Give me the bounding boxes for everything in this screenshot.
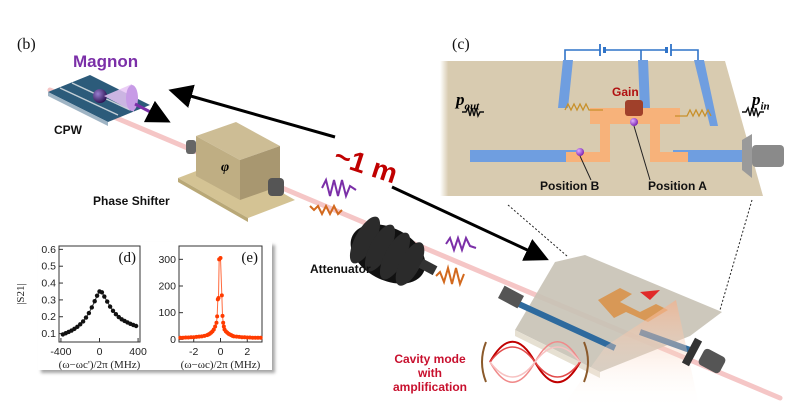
- panel-label-plot: (d): [119, 250, 137, 266]
- p-out-symbol: p: [456, 90, 465, 109]
- data-point: [99, 290, 105, 295]
- gain-chip: [625, 100, 643, 116]
- wave-purple-2: [445, 234, 477, 254]
- data-point: [214, 320, 219, 325]
- x-axis-label: (ω−ωc)/2π (MHz): [181, 359, 261, 371]
- data-point: [102, 294, 107, 299]
- data-point: [86, 310, 92, 316]
- y-tick-label: 0.5: [41, 261, 56, 273]
- p-in-symbol: p: [752, 90, 761, 109]
- p-out-subscript: out: [464, 100, 480, 113]
- phi-symbol: φ: [221, 160, 230, 175]
- x-tick-label: 0: [97, 346, 103, 358]
- position-a-label: Position A: [648, 179, 707, 193]
- data-point: [83, 315, 89, 320]
- data-point: [258, 335, 263, 340]
- y-tick-label: 0.3: [41, 294, 56, 306]
- data-point: [92, 299, 97, 304]
- data-point: [219, 293, 224, 298]
- cavity-mode-line2: with amplification: [392, 366, 467, 394]
- x-tick-label: -400: [50, 346, 71, 358]
- data-point: [89, 305, 94, 310]
- phase-shifter: [178, 122, 295, 222]
- p-in-label: pin: [752, 90, 770, 112]
- y-tick-label: 100: [158, 307, 176, 319]
- attenuator: [349, 216, 438, 286]
- y-tick-label: 200: [158, 281, 176, 293]
- panel-label-b: (b): [17, 36, 36, 53]
- cavity-mode-icon: [481, 341, 589, 383]
- y-tick-label: 0: [170, 334, 176, 346]
- x-tick-label: 2: [244, 346, 250, 358]
- wave-purple-1: [321, 177, 357, 200]
- x-tick-label: 0: [218, 346, 224, 358]
- cavity-mode-line1: Cavity mode: [394, 352, 466, 366]
- cpw-chip: [48, 75, 171, 126]
- data-point: [75, 324, 80, 330]
- x-tick-label: -2: [189, 346, 198, 358]
- position-b-marker: [576, 148, 584, 156]
- x-tick-label: 400: [129, 346, 147, 358]
- data-point: [113, 312, 119, 317]
- distance-arrow-left: [168, 84, 336, 139]
- cavity-mode-label: Cavity mode with amplification: [380, 352, 480, 394]
- data-point: [110, 308, 116, 314]
- wave-orange-1: [309, 203, 343, 217]
- data-point: [215, 314, 220, 319]
- panel-label-plot: (e): [241, 250, 258, 266]
- data-point: [218, 256, 223, 260]
- y-tick-label: 0.6: [41, 244, 56, 256]
- data-point: [133, 323, 139, 329]
- series-line: [180, 256, 261, 339]
- data-point: [107, 304, 113, 309]
- cpw-label: CPW: [54, 123, 82, 137]
- device-board: [498, 255, 726, 410]
- data-point: [80, 319, 86, 324]
- y-tick-label: 0.4: [41, 278, 56, 290]
- p-in-subscript: in: [760, 100, 770, 113]
- data-point: [78, 322, 83, 327]
- y-axis-label: |S21|: [15, 283, 27, 305]
- x-axis-label: (ω−ωc')/2π (MHz): [59, 359, 141, 371]
- data-point: [213, 324, 218, 329]
- data-point: [216, 296, 221, 300]
- plots-inset: [38, 242, 272, 370]
- panel-label-c: (c): [452, 36, 470, 53]
- data-point: [221, 320, 226, 325]
- data-point: [105, 299, 110, 304]
- distance-arrow-right: [391, 185, 549, 261]
- wave-orange-2: [435, 264, 465, 288]
- p-out-label: pout: [456, 90, 479, 112]
- gain-label: Gain: [612, 85, 639, 99]
- y-tick-label: 0.2: [41, 311, 56, 323]
- y-tick-label: 0.1: [41, 328, 56, 340]
- phase-shifter-label: Phase Shifter: [93, 194, 170, 208]
- y-tick-label: 300: [158, 254, 176, 266]
- panel-c-board: [440, 44, 784, 196]
- attenuator-label: Attenuator: [310, 262, 371, 276]
- position-b-label: Position B: [540, 179, 600, 193]
- magnon-sphere: [93, 89, 107, 103]
- magnon-label: Magnon: [73, 52, 139, 71]
- data-point: [220, 313, 225, 318]
- data-point: [94, 293, 100, 298]
- position-a-marker: [630, 118, 638, 126]
